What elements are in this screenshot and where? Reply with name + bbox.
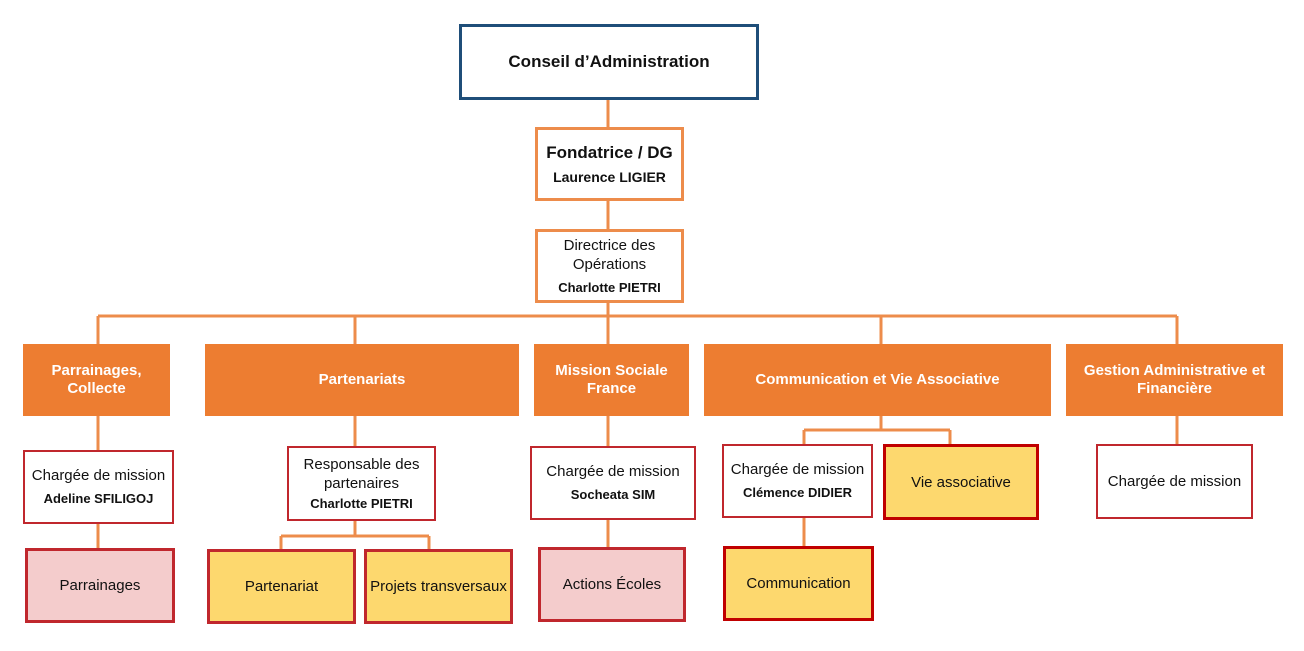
dept-communication-label: Communication et Vie Associative [755, 371, 1000, 388]
activity-parrainages-label: Parrainages [59, 577, 141, 594]
activity-parrainages: Parrainages [25, 548, 175, 623]
dept-communication: Communication et Vie Associative [704, 344, 1051, 416]
staff-partenariats-name: Charlotte PIETRI [310, 495, 413, 511]
activity-vie-associative: Vie associative [883, 444, 1039, 520]
activity-partenariat-label: Partenariat [244, 578, 319, 595]
staff-communication: Chargée de mission Clémence DIDIER [722, 444, 873, 518]
staff-partenariats-title: Responsable des partenaires [303, 455, 420, 492]
ceo-box: Fondatrice / DG Laurence LIGIER [535, 127, 684, 201]
activity-projets-label: Projets transversaux [370, 578, 507, 595]
dept-parrainages-label: Parrainages, Collecte [51, 362, 142, 397]
ops-director-title: Directrice des Opérations [563, 236, 656, 273]
staff-partenariats: Responsable des partenaires Charlotte PI… [287, 446, 436, 521]
ops-director-name: Charlotte PIETRI [558, 279, 661, 295]
staff-parrainages: Chargée de mission Adeline SFILIGOJ [23, 450, 174, 524]
board-title: Conseil d’Administration [508, 52, 710, 71]
dept-partenariats: Partenariats [205, 344, 519, 416]
activity-vie-label: Vie associative [911, 473, 1011, 491]
activity-projets-transversaux: Projets transversaux [364, 549, 513, 624]
staff-communication-title: Chargée de mission [730, 461, 865, 478]
ceo-name: Laurence LIGIER [553, 168, 666, 185]
activity-communication-label: Communication [746, 575, 851, 592]
staff-parrainages-title: Chargée de mission [31, 467, 166, 484]
ceo-title: Fondatrice / DG [546, 142, 673, 162]
dept-gestion-label: Gestion Administrative et Financière [1083, 362, 1266, 397]
staff-gestion: Chargée de mission [1096, 444, 1253, 519]
staff-mission-title: Chargée de mission [546, 463, 680, 480]
staff-mission-name: Socheata SIM [570, 487, 656, 502]
dept-partenariats-label: Partenariats [318, 371, 406, 388]
activity-actions-label: Actions Écoles [562, 576, 662, 593]
staff-parrainages-name: Adeline SFILIGOJ [43, 491, 154, 506]
staff-mission: Chargée de mission Socheata SIM [530, 446, 696, 520]
dept-mission-label: Mission Sociale France [555, 362, 668, 397]
dept-mission-sociale: Mission Sociale France [534, 344, 689, 416]
staff-communication-name: Clémence DIDIER [742, 485, 853, 500]
dept-parrainages-collecte: Parrainages, Collecte [23, 344, 170, 416]
dept-gestion: Gestion Administrative et Financière [1066, 344, 1283, 416]
activity-actions-ecoles: Actions Écoles [538, 547, 686, 622]
activity-communication: Communication [723, 546, 874, 621]
ops-director-box: Directrice des Opérations Charlotte PIET… [535, 229, 684, 303]
staff-gestion-title: Chargée de mission [1107, 473, 1242, 490]
board-box: Conseil d’Administration [459, 24, 759, 100]
activity-partenariat: Partenariat [207, 549, 356, 624]
